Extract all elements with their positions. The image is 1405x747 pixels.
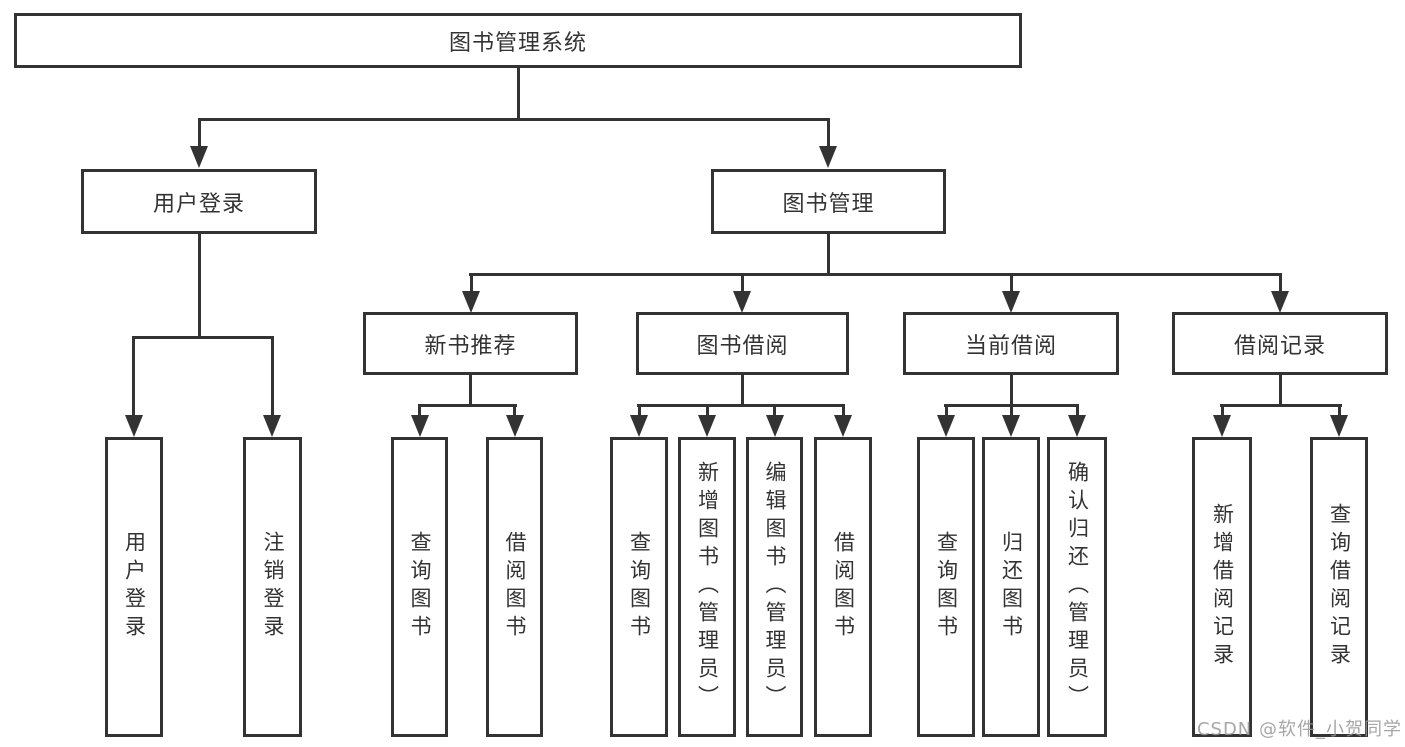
arrowhead-down-icon: [819, 146, 837, 168]
connector-line: [1220, 404, 1342, 407]
leaf-edit-books-admin: 编辑图书（管理员）: [746, 437, 803, 737]
connector-line: [1010, 375, 1013, 407]
leaf-add-borrow-record: 新增借阅记录: [1192, 437, 1252, 737]
arrowhead-down-icon: [1002, 415, 1020, 437]
connector-line: [517, 68, 520, 120]
node-book-borrowing: 图书借阅: [636, 312, 849, 375]
leaf-user-login: 用户登录: [105, 437, 163, 737]
arrowhead-down-icon: [1330, 415, 1348, 437]
connector-line: [418, 404, 421, 418]
connector-line: [198, 234, 201, 339]
connector-line: [198, 118, 830, 121]
arrowhead-down-icon: [190, 146, 208, 168]
connector-line: [1279, 273, 1282, 293]
connector-line: [945, 404, 948, 418]
connector-line: [637, 404, 845, 407]
leaf-return-books: 归还图书: [982, 437, 1040, 737]
connector-line: [469, 375, 472, 407]
connector-line: [773, 404, 776, 418]
arrowhead-down-icon: [125, 415, 143, 437]
connector-line: [1279, 375, 1282, 407]
leaf-confirm-return-admin: 确认归还（管理员）: [1047, 437, 1107, 737]
connector-line: [513, 404, 516, 418]
node-new-book-recommendation: 新书推荐: [363, 312, 578, 375]
leaf-borrow-books-borrowing: 借阅图书: [814, 437, 872, 737]
leaf-query-books-recommend: 查询图书: [391, 437, 448, 737]
arrowhead-down-icon: [766, 415, 784, 437]
leaf-query-books-current: 查询图书: [917, 437, 975, 737]
connector-line: [706, 404, 709, 418]
arrowhead-down-icon: [411, 415, 429, 437]
connector-line: [198, 118, 201, 148]
arrowhead-down-icon: [698, 415, 716, 437]
arrowhead-down-icon: [630, 415, 648, 437]
connector-line: [132, 336, 274, 339]
leaf-logout: 注销登录: [243, 437, 302, 737]
arrowhead-down-icon: [1213, 415, 1231, 437]
connector-line: [1010, 404, 1013, 418]
connector-line: [469, 273, 1282, 276]
connector-line: [271, 336, 274, 417]
watermark-text: CSDN @软件_小贺同学: [1196, 719, 1402, 740]
connector-line: [1221, 404, 1224, 418]
connector-line: [1338, 404, 1341, 418]
connector-line: [1010, 273, 1013, 293]
arrowhead-down-icon: [1271, 291, 1289, 313]
connector-line: [638, 404, 641, 418]
arrowhead-down-icon: [263, 415, 281, 437]
node-library-management-system: 图书管理系统: [14, 13, 1022, 68]
connector-line: [470, 273, 473, 293]
connector-line: [741, 375, 744, 407]
arrowhead-down-icon: [834, 415, 852, 437]
node-current-borrowing: 当前借阅: [903, 312, 1119, 375]
leaf-query-books-borrowing: 查询图书: [610, 437, 668, 737]
leaf-add-books-admin: 新增图书（管理员）: [678, 437, 736, 737]
leaf-borrow-books-recommend: 借阅图书: [486, 437, 543, 737]
arrowhead-down-icon: [733, 291, 751, 313]
arrowhead-down-icon: [506, 415, 524, 437]
leaf-query-borrow-record: 查询借阅记录: [1310, 437, 1368, 737]
connector-line: [1076, 404, 1079, 418]
connector-line: [132, 336, 135, 417]
arrowhead-down-icon: [937, 415, 955, 437]
arrowhead-down-icon: [462, 291, 480, 313]
node-book-management: 图书管理: [711, 169, 946, 234]
node-user-login: 用户登录: [81, 169, 317, 234]
connector-line: [842, 404, 845, 418]
arrowhead-down-icon: [1068, 415, 1086, 437]
connector-line: [741, 273, 744, 293]
connector-line: [827, 118, 830, 148]
node-borrowing-records: 借阅记录: [1172, 312, 1388, 375]
connector-line: [827, 234, 830, 276]
arrowhead-down-icon: [1002, 291, 1020, 313]
connector-line: [418, 404, 517, 407]
